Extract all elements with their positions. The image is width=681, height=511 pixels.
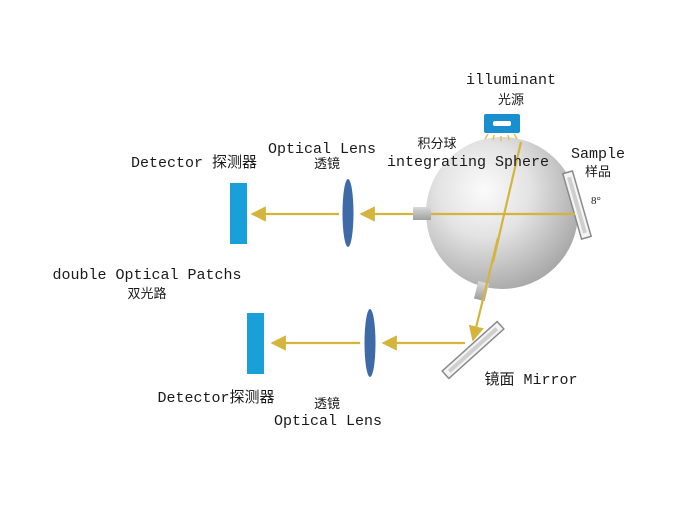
mirror	[441, 320, 505, 380]
optical-lens-bottom	[364, 309, 376, 377]
sphere-left-port	[413, 207, 431, 220]
sample-label-en: Sample	[571, 146, 625, 163]
sphere-label-en: integrating Sphere	[387, 154, 549, 171]
detector-top	[230, 183, 247, 244]
detector-top-label: Detector 探测器	[131, 154, 257, 172]
sphere-label-zh: 积分球	[417, 137, 456, 152]
illuminant-icon	[484, 114, 520, 141]
beam-port-to-mirror	[468, 237, 500, 342]
incidence-angle-label: 8°	[591, 195, 601, 207]
illuminant-label-zh: 光源	[498, 93, 524, 108]
lens-bottom-label-zh: 透镜	[314, 397, 340, 412]
lens-top-label-zh: 透镜	[314, 157, 340, 172]
sample-label-zh: 样品	[585, 165, 611, 180]
lens-top-label-en: Optical Lens	[268, 141, 376, 158]
double-optical-patchs-label-zh: 双光路	[127, 286, 166, 302]
sample-plate	[561, 170, 593, 240]
detector-bottom	[247, 313, 264, 374]
double-optical-patchs-label-en: double Optical Patchs	[52, 267, 241, 284]
detector-bottom-label: Detector探测器	[157, 389, 274, 407]
illuminant-label-en: illuminant	[466, 72, 556, 89]
lens-bottom-label-en: Optical Lens	[274, 413, 382, 430]
beams	[250, 141, 575, 351]
optical-lens-top	[342, 179, 354, 247]
mirror-label: 镜面 Mirror	[484, 370, 577, 389]
light-rays	[484, 133, 518, 141]
